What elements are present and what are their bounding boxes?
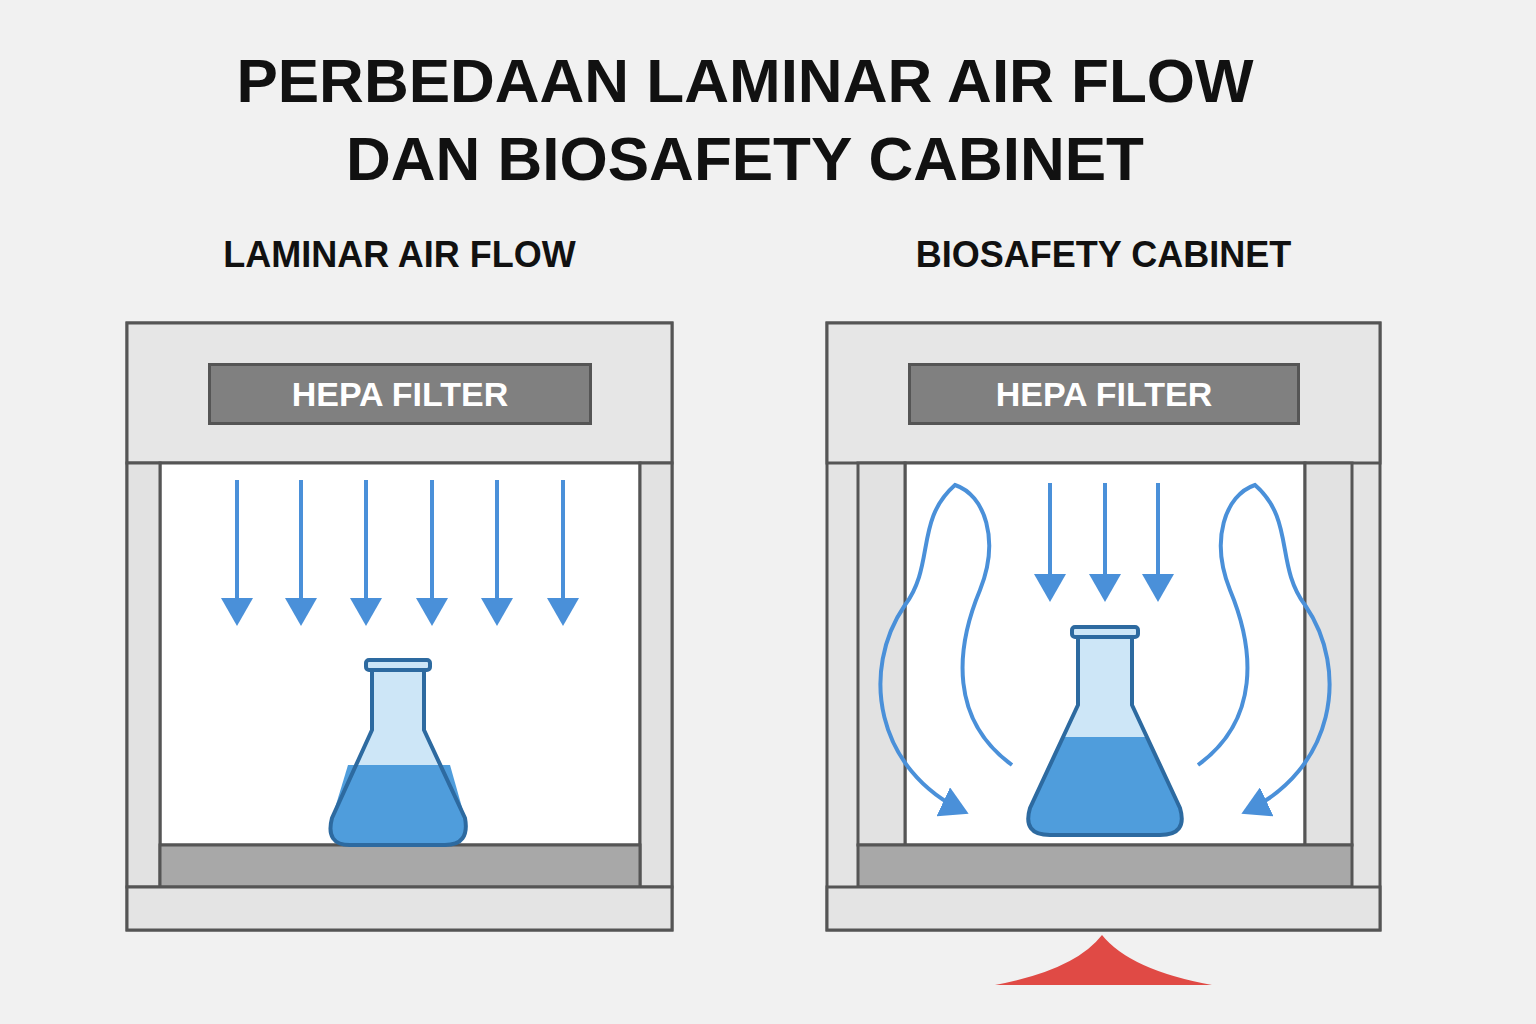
hepa-filter-box: HEPA FILTER — [208, 363, 592, 425]
filter-label: HEPA FILTER — [996, 375, 1213, 414]
flask — [330, 660, 465, 845]
bsc-housing — [827, 323, 1380, 930]
laf-housing — [127, 323, 672, 930]
cabinet: LAMINAR AIR FLOW HEPA FILTER — [127, 230, 672, 930]
flask — [1028, 627, 1182, 835]
diagram-title: PERBEDAAN LAMINAR AIR FLOW DAN BIOSAFETY… — [170, 42, 1320, 198]
cabinet-heading: BIOSAFETY CABINET — [827, 230, 1380, 280]
exhaust-mark — [995, 935, 1212, 985]
hepa-filter-box: HEPA FILTER — [908, 363, 1300, 425]
filter-label: HEPA FILTER — [292, 375, 509, 414]
cabinet-heading: LAMINAR AIR FLOW — [127, 230, 672, 280]
laminar-arrows — [237, 480, 563, 622]
cabinet: BIOSAFETY CABINET HEPA FILTER — [827, 230, 1380, 930]
